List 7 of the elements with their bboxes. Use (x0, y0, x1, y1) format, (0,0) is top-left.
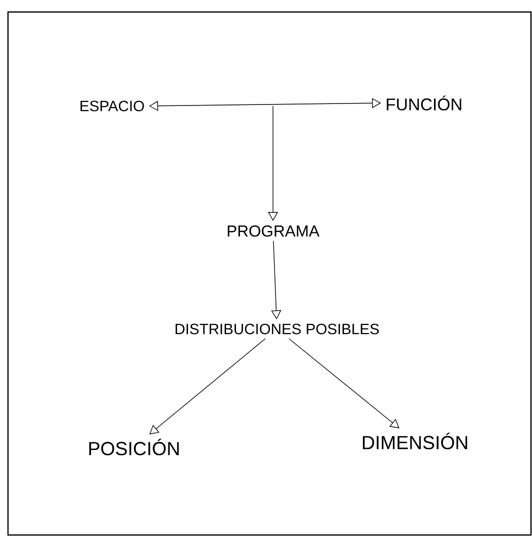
concept-label: DISTRIBUCIONES POSIBLES (176, 324, 379, 334)
concept-label: POSICIÓN (89, 438, 179, 456)
arrow (288, 338, 400, 428)
concept-label: FUNCIÓN (386, 96, 462, 110)
concept-label: ESPACIO (80, 100, 144, 112)
concept-label: PROGRAMA (228, 225, 320, 237)
concept-label: DIMENSIÓN (362, 432, 468, 450)
